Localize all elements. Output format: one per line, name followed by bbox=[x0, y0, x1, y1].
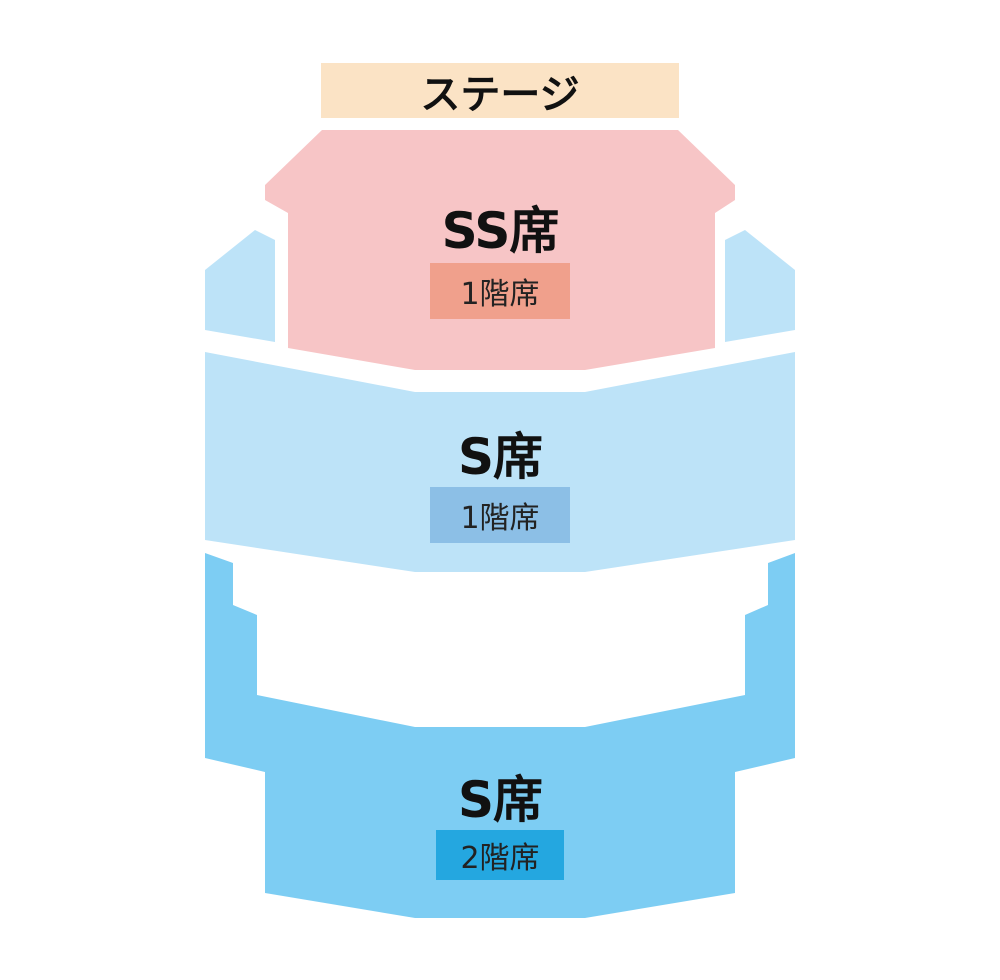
s-seat-2f-area[interactable] bbox=[205, 553, 795, 918]
ss-seat-area[interactable] bbox=[265, 130, 735, 370]
ss-seat-floor: 1階席 bbox=[460, 277, 540, 312]
stage-label: ステージ bbox=[420, 71, 580, 118]
s-seat-1f-floor: 1階席 bbox=[460, 501, 540, 536]
ss-floor-badge-bg bbox=[430, 263, 570, 319]
s-seat-2f-floor: 2階席 bbox=[460, 841, 540, 876]
s-seat-left-wing[interactable] bbox=[205, 230, 275, 342]
s-seat-1f-area[interactable] bbox=[205, 352, 795, 572]
stage-area bbox=[321, 63, 679, 118]
s-seat-2f-title: S席 bbox=[457, 771, 543, 829]
s1-floor-badge-bg bbox=[430, 487, 570, 543]
ss-seat-title: SS席 bbox=[441, 202, 560, 260]
s-seat-right-wing[interactable] bbox=[725, 230, 795, 342]
s-seat-1f-title: S席 bbox=[457, 428, 543, 486]
s2-floor-badge-bg bbox=[436, 830, 564, 880]
